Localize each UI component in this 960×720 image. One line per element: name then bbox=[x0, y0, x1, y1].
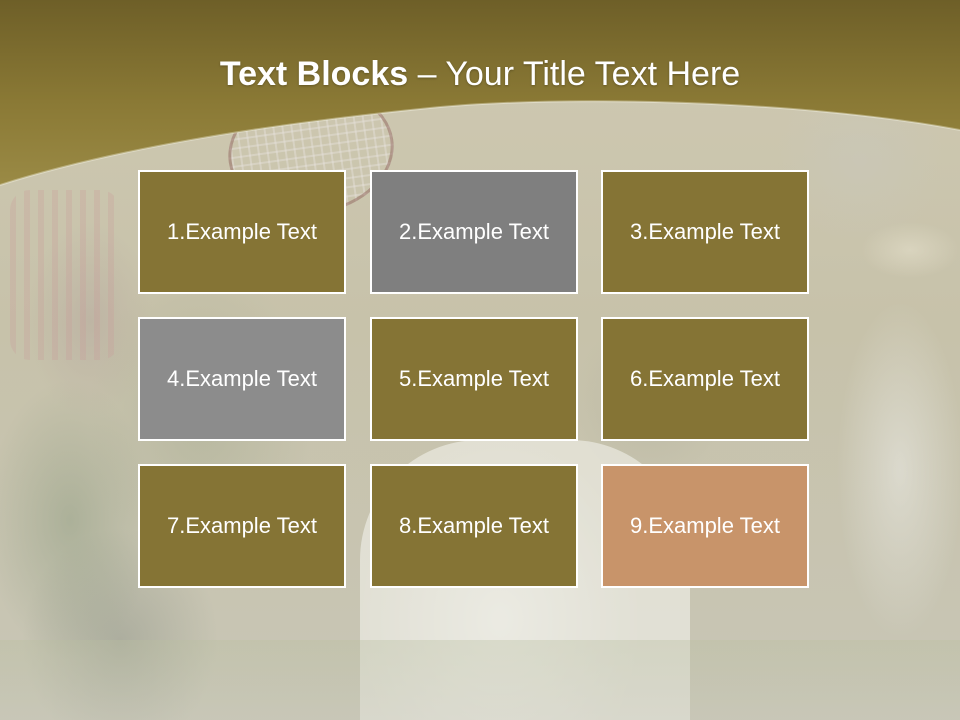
text-block-4[interactable]: 4.Example Text bbox=[138, 317, 346, 441]
text-block-5[interactable]: 5.Example Text bbox=[370, 317, 578, 441]
text-block-grid: 1.Example Text 2.Example Text 3.Example … bbox=[138, 170, 816, 594]
text-block-3[interactable]: 3.Example Text bbox=[601, 170, 809, 294]
text-block-7[interactable]: 7.Example Text bbox=[138, 464, 346, 588]
court-ground bbox=[0, 640, 960, 720]
header-band bbox=[0, 0, 960, 186]
title-rest-part: – Your Title Text Here bbox=[408, 55, 741, 93]
text-block-9[interactable]: 9.Example Text bbox=[601, 464, 809, 588]
text-block-1[interactable]: 1.Example Text bbox=[138, 170, 346, 294]
text-block-2[interactable]: 2.Example Text bbox=[370, 170, 578, 294]
text-block-6[interactable]: 6.Example Text bbox=[601, 317, 809, 441]
title-bold-part: Text Blocks bbox=[219, 55, 409, 93]
crowd-figure bbox=[10, 190, 120, 360]
text-block-8[interactable]: 8.Example Text bbox=[370, 464, 578, 588]
slide-title: Text Blocks – Your Title Text Here bbox=[0, 52, 960, 96]
